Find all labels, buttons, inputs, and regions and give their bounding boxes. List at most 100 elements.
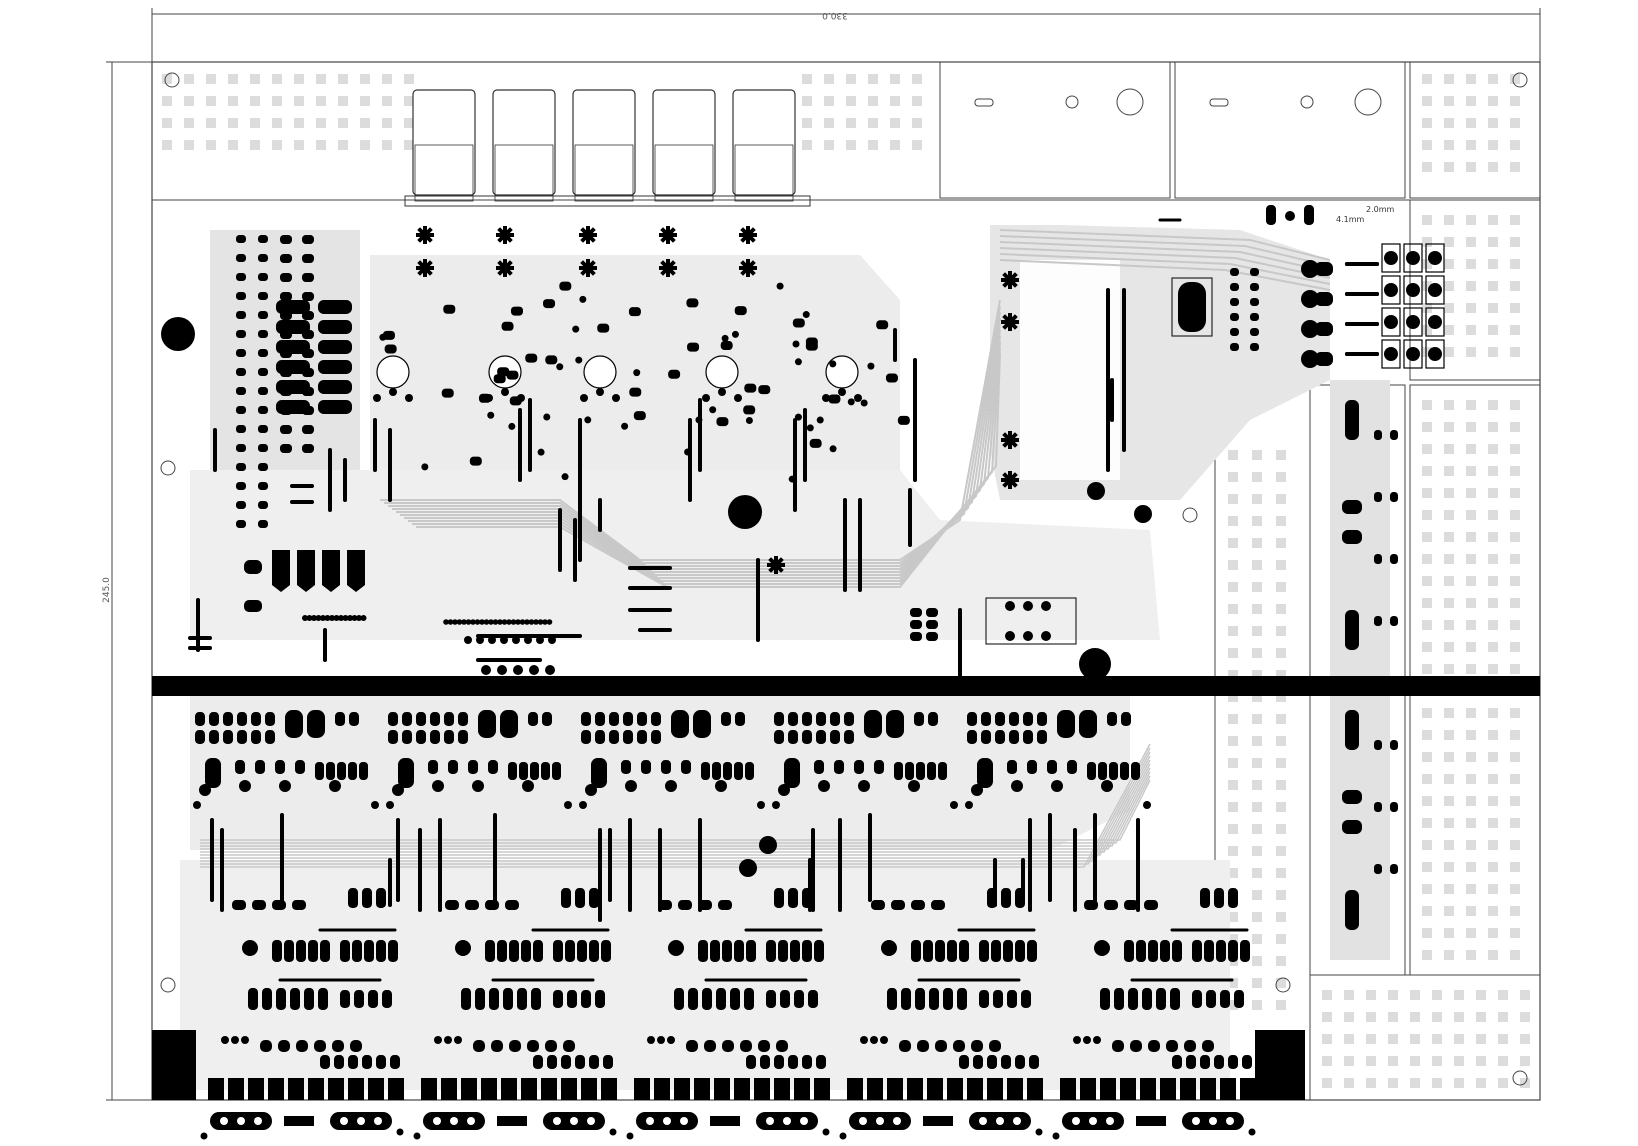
pad <box>276 360 310 374</box>
pad <box>473 1040 485 1052</box>
perf-pad <box>1252 934 1262 944</box>
pad <box>910 620 922 629</box>
perf-pad <box>1454 1034 1464 1044</box>
via <box>584 231 592 239</box>
via <box>548 636 556 644</box>
connector-hole <box>374 1117 382 1125</box>
via <box>596 388 604 396</box>
pad <box>543 299 555 308</box>
edge-pad <box>1007 1078 1023 1100</box>
perf-pad <box>162 140 172 150</box>
perf-pad <box>1252 912 1262 922</box>
via <box>444 1036 452 1044</box>
via <box>239 780 251 792</box>
pad <box>302 292 314 301</box>
perf-pad <box>1228 846 1238 856</box>
pad <box>774 888 784 908</box>
pad <box>887 988 897 1010</box>
perf-pad <box>1510 906 1520 916</box>
perf-pad <box>1454 1078 1464 1088</box>
pad <box>802 1055 812 1069</box>
pad <box>967 712 977 726</box>
pad <box>802 730 812 744</box>
perf-pad <box>206 118 216 128</box>
perf-pad <box>1276 956 1286 966</box>
pad <box>236 425 246 433</box>
edge-pad <box>1160 1078 1176 1100</box>
edge-pad <box>1200 1078 1216 1100</box>
pad <box>910 632 922 641</box>
pad <box>740 1040 752 1052</box>
perf-pad <box>1488 347 1498 357</box>
perf-pad <box>1488 510 1498 520</box>
connector-pad <box>1136 1116 1166 1126</box>
pad <box>1202 1040 1214 1052</box>
perf-pad <box>1488 140 1498 150</box>
pad <box>623 712 633 726</box>
perf-pad <box>1422 708 1432 718</box>
perf-pad <box>1444 400 1454 410</box>
perf-pad <box>1488 96 1498 106</box>
perf-pad <box>1466 488 1476 498</box>
pad <box>314 1040 326 1052</box>
perf-pad <box>890 140 900 150</box>
pad <box>686 298 698 307</box>
edge-pad <box>461 1078 477 1100</box>
connector-hole <box>646 1117 654 1125</box>
via <box>231 1036 239 1044</box>
pad <box>641 760 651 774</box>
pad <box>402 730 412 744</box>
via <box>201 1133 208 1140</box>
via <box>1301 290 1319 308</box>
perf-pad <box>1422 444 1432 454</box>
perf-pad <box>272 74 282 84</box>
pad <box>236 330 246 338</box>
connector-hole <box>340 1117 348 1125</box>
perf-pad <box>1422 466 1432 476</box>
pad <box>977 758 993 788</box>
perf-pad <box>1444 422 1454 432</box>
via <box>575 357 582 364</box>
via <box>508 423 515 430</box>
pad <box>1009 730 1019 744</box>
via <box>199 784 211 796</box>
via <box>279 780 291 792</box>
pad <box>1342 500 1362 514</box>
pad <box>1216 940 1226 962</box>
via <box>778 784 790 796</box>
pad <box>774 730 784 744</box>
via <box>858 780 870 792</box>
perf-pad <box>1466 862 1476 872</box>
perf-pad <box>1488 840 1498 850</box>
via <box>1051 780 1063 792</box>
pad <box>581 712 591 726</box>
pad <box>991 940 1001 962</box>
perf-pad <box>1228 472 1238 482</box>
perf-pad <box>1444 303 1454 313</box>
via <box>1023 631 1033 641</box>
pad <box>533 940 543 962</box>
perf-pad <box>184 96 194 106</box>
pad <box>398 758 414 788</box>
perf-pad <box>1252 956 1262 966</box>
perf-pad <box>1276 890 1286 900</box>
via <box>860 1036 868 1044</box>
perf-pad <box>1488 862 1498 872</box>
pad <box>1390 678 1398 688</box>
perf-pad <box>162 96 172 106</box>
perf-pad <box>1444 259 1454 269</box>
via <box>488 636 496 644</box>
pad <box>1266 205 1276 225</box>
pad <box>1003 940 1013 962</box>
via <box>421 231 429 239</box>
pad <box>926 620 938 629</box>
perf-pad <box>1444 598 1454 608</box>
perf-pad <box>1488 118 1498 128</box>
connector-hole <box>220 1117 228 1125</box>
terminal-pad <box>1428 347 1442 361</box>
perf-pad <box>404 74 414 84</box>
perf-pad <box>228 118 238 128</box>
pad <box>340 940 350 962</box>
pad <box>354 990 364 1008</box>
via <box>529 665 539 675</box>
